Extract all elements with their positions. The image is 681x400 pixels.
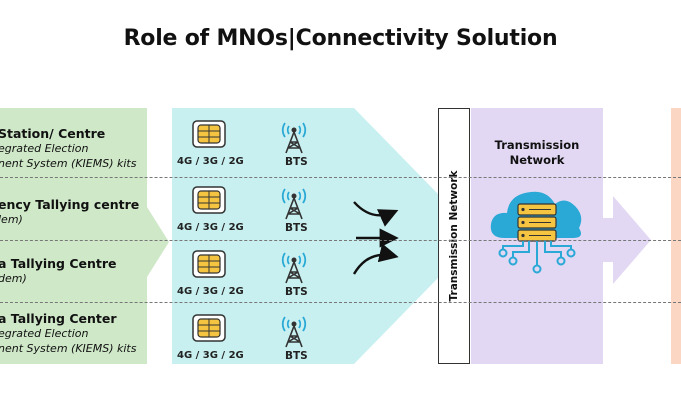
row-divider — [0, 302, 681, 303]
row-4-sub2: nent System (KIEMS) kits — [0, 342, 137, 355]
bts-label: BTS — [285, 156, 308, 168]
page-title: Role of MNOs|Connectivity Solution — [123, 26, 558, 51]
transmission-network-box — [438, 108, 470, 364]
flow-arrows-icon — [352, 201, 399, 275]
row-divider — [0, 177, 681, 178]
left-panel — [0, 108, 147, 364]
sim-card-icon — [192, 120, 226, 148]
row-2-text: ency Tallying centre lem) — [0, 197, 158, 227]
network-cell-3: 4G / 3G / 2G BTS — [172, 244, 324, 302]
bts-label: BTS — [285, 222, 308, 234]
transmission-title-line2: Network — [509, 153, 565, 167]
cloud-server-icon — [490, 191, 582, 274]
sim-card-icon — [192, 250, 226, 278]
row-1-title: Station/ Centre — [0, 126, 106, 141]
bts-tower-icon — [281, 122, 307, 154]
row-2-title: ency Tallying centre — [0, 197, 140, 212]
network-label: 4G / 3G / 2G — [177, 286, 244, 297]
left-arrow — [147, 207, 169, 277]
right-panel — [671, 108, 681, 364]
row-4-text: a Tallying Center egrated Election nent … — [0, 311, 158, 356]
transmission-network-vertical-label: Transmission Network — [448, 170, 460, 302]
row-1-text: Station/ Centre egrated Election nent Sy… — [0, 126, 158, 171]
network-cell-2: 4G / 3G / 2G BTS — [172, 180, 324, 238]
bts-tower-icon — [281, 252, 307, 284]
network-label: 4G / 3G / 2G — [177, 350, 244, 361]
transmission-title-line1: Transmission — [494, 138, 580, 152]
network-cell-4: 4G / 3G / 2G BTS — [172, 308, 324, 366]
sim-card-icon — [192, 314, 226, 342]
sim-card-icon — [192, 186, 226, 214]
row-4-title: a Tallying Center — [0, 311, 117, 326]
network-label: 4G / 3G / 2G — [177, 222, 244, 233]
row-3-sub1: dem) — [0, 272, 27, 285]
bts-tower-icon — [281, 188, 307, 220]
network-label: 4G / 3G / 2G — [177, 156, 244, 167]
row-3-title: a Tallying Centre — [0, 256, 117, 271]
network-cell-1: 4G / 3G / 2G BTS — [172, 114, 324, 172]
bts-label: BTS — [285, 286, 308, 298]
bts-label: BTS — [285, 350, 308, 362]
row-divider — [0, 240, 681, 241]
row-1-sub2: nent System (KIEMS) kits — [0, 157, 137, 170]
row-4-sub1: egrated Election — [0, 327, 89, 340]
row-3-text: a Tallying Centre dem) — [0, 256, 158, 286]
row-2-sub1: lem) — [0, 213, 23, 226]
bts-tower-icon — [281, 316, 307, 348]
transmission-title: Transmission Network — [471, 138, 603, 168]
row-1-sub1: egrated Election — [0, 142, 89, 155]
